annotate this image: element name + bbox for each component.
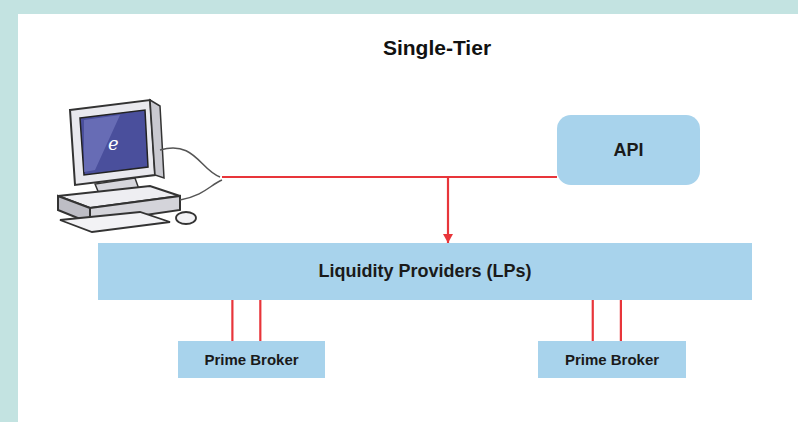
connector [593, 300, 621, 341]
node-label: Prime Broker [565, 351, 659, 368]
connector [232, 300, 260, 341]
api-box: API [557, 115, 700, 185]
broker-box: Prime Broker [178, 341, 325, 378]
network-wire [222, 176, 448, 178]
svg-text:e: e [108, 133, 119, 154]
node-label: API [613, 140, 643, 161]
node-label: Liquidity Providers (LPs) [318, 261, 531, 282]
node-label: Prime Broker [204, 351, 298, 368]
liquidity-band: Liquidity Providers (LPs) [98, 243, 752, 300]
connector [443, 177, 557, 243]
broker-box: Prime Broker [538, 341, 686, 378]
diagram-title: Single-Tier [0, 36, 798, 60]
